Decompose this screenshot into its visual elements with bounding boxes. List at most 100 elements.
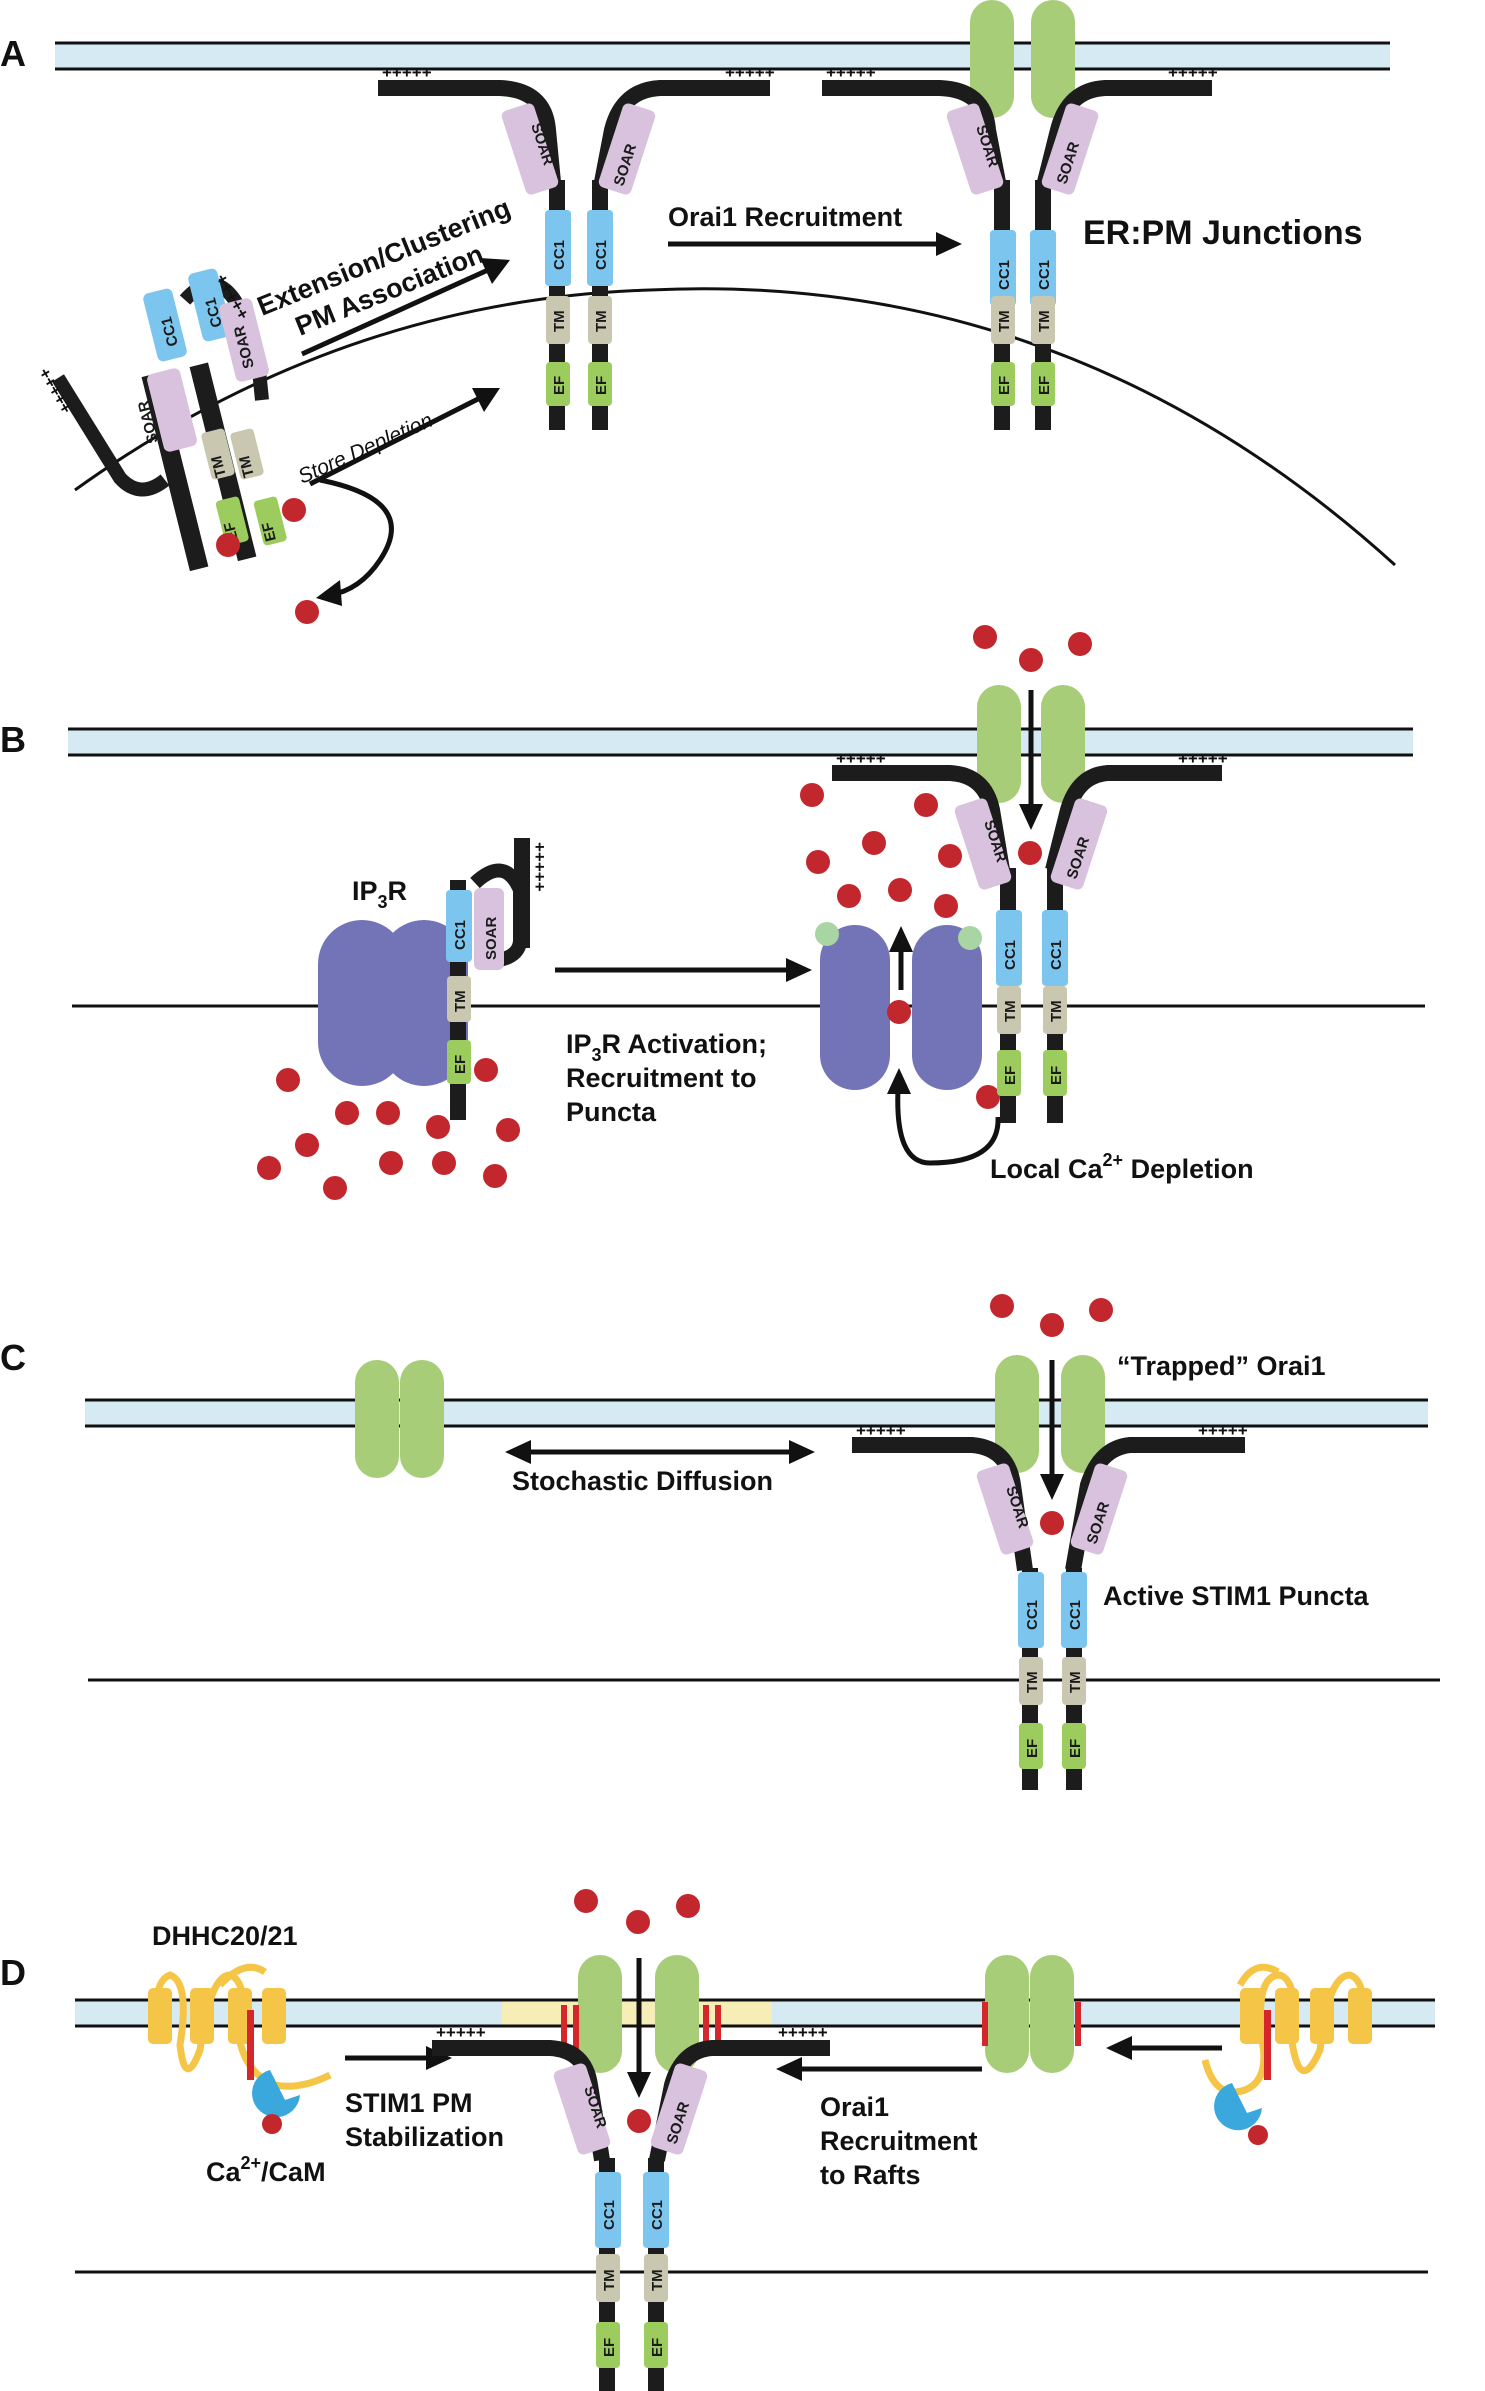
panel-d-stabilization-line2: Stabilization xyxy=(345,2122,504,2152)
panel-a-orai1-channel xyxy=(970,0,1075,118)
panel-b-cc1-label: CC1 xyxy=(1002,940,1019,970)
panel-c-diffusion-label: Stochastic Diffusion xyxy=(512,1466,773,1496)
panel-b-local-depletion-label: Local Ca2+ Depletion xyxy=(990,1150,1254,1184)
panel-c-active-stim1: SOAR SOAR CC1 CC1 TM TM EF EF +++++ ++++… xyxy=(852,1421,1248,1790)
panel-d-charges-left: +++++ xyxy=(436,2023,486,2042)
panel-c-extracellular-calcium xyxy=(990,1294,1113,1337)
panel-c-ef-label-2: EF xyxy=(1067,1739,1084,1758)
panel-c-charges-left: +++++ xyxy=(856,1421,906,1440)
panel-a-mid-charges-left: +++++ xyxy=(382,63,432,82)
panel-a-right-tm-label-2: TM xyxy=(1036,310,1053,332)
panel-b-ip3r-puncta xyxy=(815,922,982,1090)
panel-a-mid-charges-right: +++++ xyxy=(725,63,775,82)
panel-b-ef-label: EF xyxy=(1002,1066,1019,1085)
panel-a-calcium-release xyxy=(295,477,394,624)
panel-a-store-depletion-label: Store Depletion xyxy=(295,409,437,489)
panel-a-junctions-label: ER:PM Junctions xyxy=(1083,214,1363,252)
panel-b-charges-left: +++++ xyxy=(836,749,886,768)
panel-a-resting-stim1: SOAR CC1 CC1 SOAR TM TM EF EF +++++ ++++… xyxy=(35,268,306,572)
panel-d-dhhc-arrow xyxy=(1106,2036,1222,2060)
panel-b-local-depletion-loop xyxy=(887,1068,1001,1166)
panel-d-charges-right: +++++ xyxy=(778,2023,828,2042)
panel-c-letter: C xyxy=(0,1337,26,1378)
panel-a-mid-tm-label: TM xyxy=(551,310,568,332)
panel-b-ip3r-label: IP3R xyxy=(352,876,407,912)
panel-b-tm-label-2: TM xyxy=(1048,1000,1065,1022)
panel-d-plasma-membrane xyxy=(75,1998,1435,2028)
panel-b-charges-right: +++++ xyxy=(1178,749,1228,768)
panel-d-ef-label-2: EF xyxy=(649,2338,666,2357)
panel-c-cc1-label: CC1 xyxy=(1024,1600,1041,1630)
panel-d-letter: D xyxy=(0,1952,26,1993)
panel-d-tm-label-2: TM xyxy=(649,2269,666,2291)
panel-b-cytosolic-calcium xyxy=(800,783,962,918)
panel-d-rafts-line2: Recruitment xyxy=(820,2126,978,2156)
panel-a-orai-recruitment-arrow xyxy=(668,232,962,256)
panel-c-active-puncta-label: Active STIM1 Puncta xyxy=(1103,1581,1370,1611)
panel-a-resting-tm-label: TM xyxy=(208,454,230,479)
panel-c-trapped-orai1 xyxy=(995,1355,1105,1535)
panel-b-resting-cc1-label: CC1 xyxy=(452,920,469,950)
panel-d: D DHHC20/21 Ca2+/CaM STIM1 PM xyxy=(0,1889,1435,2391)
panel-b-orai1-channel xyxy=(977,685,1085,865)
panel-a-mid-tm-label-2: TM xyxy=(593,310,610,332)
panel-d-ef-label: EF xyxy=(601,2338,618,2357)
panel-a-right-tm-label: TM xyxy=(996,310,1013,332)
panel-b-activation-arrow xyxy=(555,958,812,982)
panel-a-right-ef-label-2: EF xyxy=(1036,376,1053,395)
panel-a-resting-cc1-label-2: CC1 xyxy=(202,296,226,329)
panel-b-resting-tm-label: TM xyxy=(452,990,469,1012)
panel-c-ef-label: EF xyxy=(1024,1739,1041,1758)
panel-d-rafts-arrow xyxy=(776,2057,982,2081)
panel-b-resting-charges: +++++ xyxy=(530,842,549,892)
panel-a-letter: A xyxy=(0,33,26,74)
panel-b-extracellular-calcium xyxy=(973,625,1092,672)
panel-b-activation-line1: IP3R Activation; xyxy=(566,1029,767,1065)
panel-d-free-orai1 xyxy=(982,1955,1081,2073)
panel-d-rafts-line1: Orai1 xyxy=(820,2092,889,2122)
panel-a-plasma-membrane xyxy=(55,41,1390,71)
panel-b-letter: B xyxy=(0,719,26,760)
panel-d-extracellular-calcium xyxy=(574,1889,700,1934)
panel-b-er-calcium-pool xyxy=(257,1068,520,1200)
panel-a-active-stim1-middle: SOAR SOAR CC1 CC1 TM TM EF EF +++++ ++++… xyxy=(378,63,775,430)
panel-d-cc1-label: CC1 xyxy=(601,2200,618,2230)
panel-c: C Stochastic Diffusion xyxy=(0,1294,1440,1790)
panel-c-tm-label-2: TM xyxy=(1067,1671,1084,1693)
panel-a-store-depletion-arrow xyxy=(308,388,500,487)
panel-a-mid-cc1-label: CC1 xyxy=(551,240,568,270)
panel-b-activation-line2: Recruitment to xyxy=(566,1063,757,1093)
panel-d-stabilization-line1: STIM1 PM xyxy=(345,2088,473,2118)
panel-c-diffusion-arrow xyxy=(505,1440,815,1464)
panel-b-ip3r-left xyxy=(318,920,468,1086)
panel-a-mid-cc1-label-2: CC1 xyxy=(593,240,610,270)
panel-b-resting-ef-label: EF xyxy=(452,1055,469,1074)
panel-a-right-ef-label: EF xyxy=(996,376,1013,395)
panel-a-extension-arrow xyxy=(300,258,510,357)
panel-a-orai-recruitment-label: Orai1 Recruitment xyxy=(668,202,902,232)
panel-c-trapped-label: “Trapped” Orai1 xyxy=(1117,1351,1326,1381)
panel-d-dhhc-label: DHHC20/21 xyxy=(152,1921,298,1951)
panel-c-charges-right: +++++ xyxy=(1198,1421,1248,1440)
panel-a-resting-ef-label-2: EF xyxy=(259,520,280,543)
panel-a-mid-ef-label: EF xyxy=(551,376,568,395)
panel-d-rafts-line3: to Rafts xyxy=(820,2160,921,2190)
panel-a-right-cc1-label: CC1 xyxy=(996,260,1013,290)
panel-d-active-stim1: SOAR SOAR CC1 CC1 TM TM EF EF +++++ ++++… xyxy=(432,2023,830,2391)
panel-b-activation-line3: Puncta xyxy=(566,1097,657,1127)
panel-c-tm-label: TM xyxy=(1024,1671,1041,1693)
panel-a-mid-ef-label-2: EF xyxy=(593,376,610,395)
panel-a-right-charges-left: +++++ xyxy=(826,63,876,82)
panel-b-ef-label-2: EF xyxy=(1048,1066,1065,1085)
panel-c-plasma-membrane xyxy=(85,1398,1428,1428)
panel-a-resting-tm-label-2: TM xyxy=(236,454,258,479)
panel-c-free-orai1 xyxy=(355,1360,444,1478)
panel-b-plasma-membrane xyxy=(68,727,1413,757)
panel-a-right-charges-right: +++++ xyxy=(1168,63,1218,82)
panel-b-active-stim1: SOAR SOAR CC1 CC1 TM TM EF EF +++++ ++++… xyxy=(832,749,1228,1123)
panel-a: A SOAR CC1 xyxy=(0,0,1397,624)
panel-b-cc1-label-2: CC1 xyxy=(1048,940,1065,970)
panel-a-right-cc1-label-2: CC1 xyxy=(1036,260,1053,290)
panel-a-active-stim1-right: SOAR SOAR CC1 CC1 TM TM EF EF +++++ ++++… xyxy=(822,63,1218,430)
